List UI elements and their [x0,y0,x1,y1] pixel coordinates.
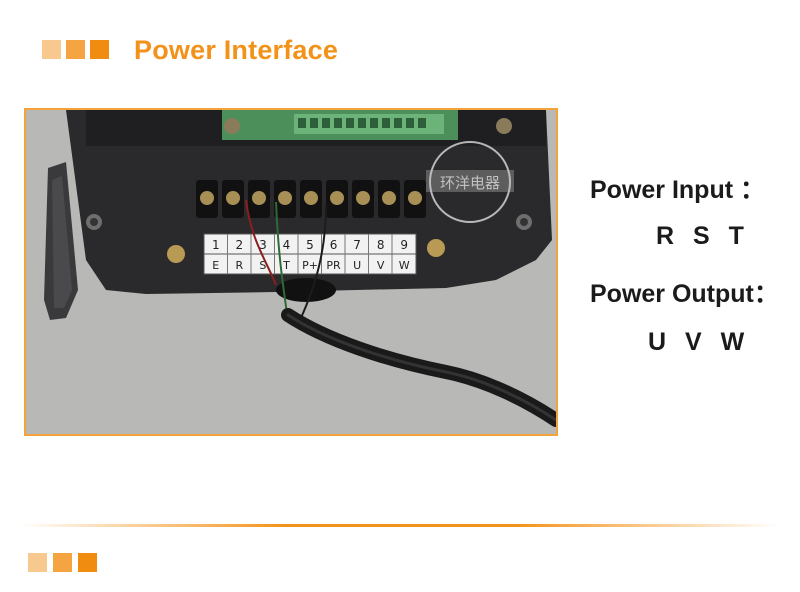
terminal-number: 5 [306,238,314,252]
terminal-label: V [377,259,385,272]
square-bullet-icon [53,553,72,572]
square-bullet-icon [66,40,85,59]
power-input-terminals: R S T [656,222,750,250]
footer-squares [28,553,97,572]
terminal-label: PR [326,259,341,272]
terminal-label: U [353,259,361,272]
terminal-label: T [282,259,290,272]
power-output-label: Power Output： [590,280,779,308]
square-bullet-icon [42,40,61,59]
terminal-label: E [212,259,219,272]
terminal-number: 7 [353,238,361,252]
page-title: Power Interface [134,35,339,65]
terminal-number: 6 [330,238,338,252]
square-bullet-icon [90,40,109,59]
terminal-number: 2 [236,238,244,252]
terminal-number: 4 [283,238,291,252]
terminal-number: 8 [377,238,385,252]
terminal-label: R [236,259,244,272]
terminal-label: W [399,259,410,272]
terminal-number: 3 [259,238,267,252]
section-divider [20,524,780,527]
terminal-label: S [259,259,266,272]
square-bullet-icon [28,553,47,572]
power-input-label: Power Input ： [590,176,766,204]
square-bullet-icon [78,553,97,572]
terminal-photo: 环洋电器 1 2 3 4 5 6 7 8 9 E R S T P+ PR U V W [24,108,558,436]
terminal-number: 9 [400,238,408,252]
power-output-terminals: U V W [648,328,751,356]
header-squares [42,40,109,59]
terminal-number: 1 [212,238,220,252]
terminal-label: P+ [302,259,318,272]
stamp-text: 环洋电器 [440,174,500,192]
